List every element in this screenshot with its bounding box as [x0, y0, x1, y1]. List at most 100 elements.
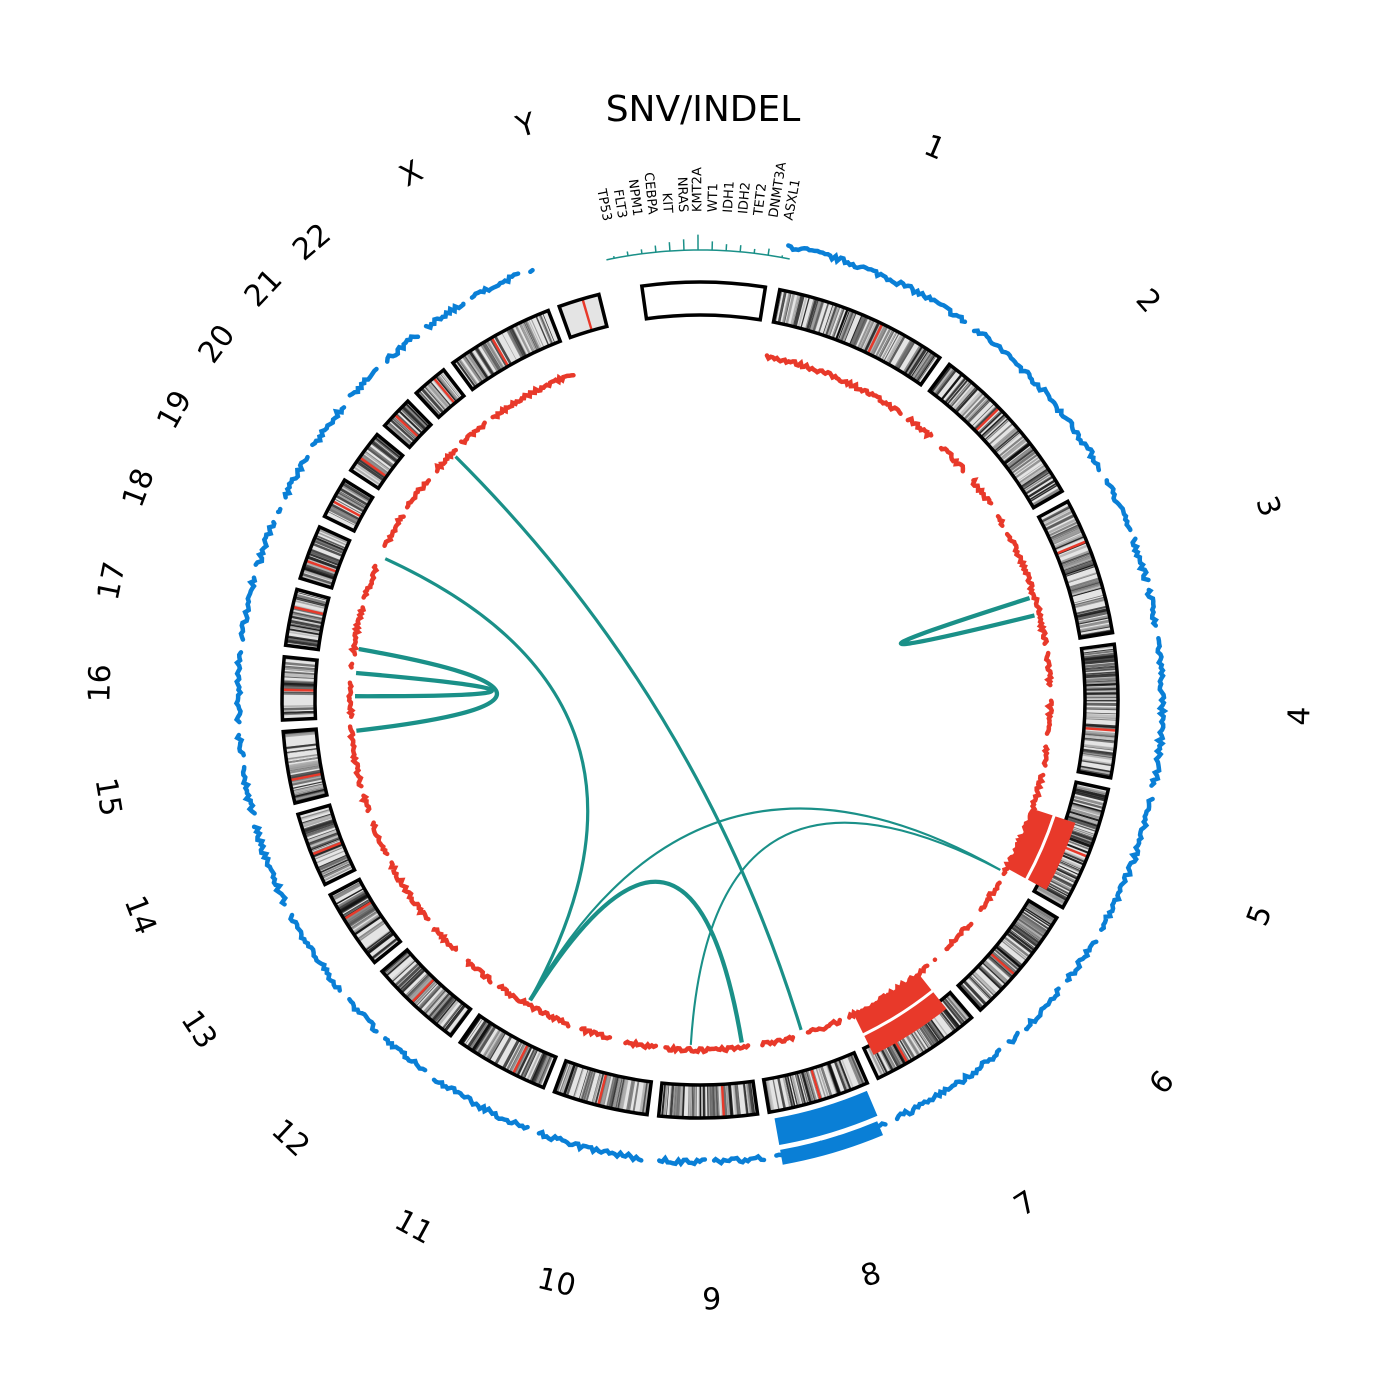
ideogram-chr-10: [552, 1058, 654, 1117]
cytoband: [424, 386, 446, 411]
cytoband: [785, 293, 796, 325]
cytoband: [1068, 813, 1099, 826]
cytoband: [536, 1055, 551, 1085]
cytoband: [1027, 902, 1055, 922]
cytoband: [283, 673, 315, 679]
cytoband: [983, 959, 1009, 983]
cnv-gain-points: [384, 334, 421, 364]
cytoband: [672, 1085, 677, 1117]
highlight-band: [283, 688, 315, 692]
cytoband: [487, 1031, 505, 1060]
cytoband: [1006, 446, 1033, 468]
cytoband: [284, 665, 316, 670]
chromosome-label-17: 17: [91, 559, 133, 603]
cytoband: [953, 385, 976, 411]
cytoband: [332, 882, 362, 900]
cytoband: [1053, 533, 1083, 547]
cytoband: [392, 416, 417, 440]
chromosome-outline: [1076, 642, 1120, 780]
cytoband: [366, 447, 393, 468]
cytoband: [863, 322, 880, 352]
cytoband: [1025, 905, 1053, 925]
chromosome-label-22: 22: [286, 217, 338, 268]
cytoband: [355, 463, 383, 483]
cytoband: [1085, 712, 1117, 715]
cytoband: [799, 1072, 809, 1104]
cytoband: [283, 671, 315, 676]
cytoband: [363, 451, 390, 472]
chromosome-outline: [297, 524, 352, 590]
cytoband: [800, 297, 810, 328]
cytoband: [1074, 791, 1106, 802]
cytoband: [335, 888, 364, 905]
cytoband: [285, 743, 317, 749]
cytoband: [1000, 438, 1027, 461]
cytoband: [320, 860, 350, 876]
cytoband: [1018, 915, 1046, 935]
cytoband: [1027, 479, 1056, 498]
gene-label-WT1: WT1: [706, 183, 722, 212]
cytoband: [840, 311, 854, 342]
cytoband: [904, 346, 923, 374]
cytoband: [643, 1082, 650, 1114]
cnv-loss-points: [905, 415, 1006, 528]
highlight-band: [1084, 727, 1116, 732]
chromosome-outline: [927, 362, 1065, 511]
chromosome-outline: [656, 1079, 760, 1120]
cytoband: [1068, 577, 1100, 589]
cytoband: [600, 1074, 611, 1106]
cytoband: [362, 454, 389, 474]
cytoband: [992, 951, 1017, 973]
cytoband: [968, 400, 991, 424]
cytoband: [427, 991, 449, 1017]
cytoband: [283, 680, 315, 684]
cytoband: [984, 418, 1009, 440]
ideogram-chr-21: [382, 398, 434, 450]
gene-label-NRAS: NRAS: [674, 177, 690, 213]
cytoband: [433, 996, 456, 1023]
cytoband: [775, 291, 783, 322]
cnv-gain-points: [894, 1047, 1002, 1122]
cytoband: [1008, 449, 1035, 470]
cytoband: [765, 1080, 773, 1111]
cytoband: [311, 839, 341, 852]
snv-stem-DNMT3A: [767, 248, 770, 256]
cytoband: [1079, 623, 1111, 632]
cytoband: [1048, 521, 1078, 537]
cytoband: [825, 1064, 838, 1095]
cytoband: [1082, 646, 1114, 652]
cytoband: [749, 1082, 756, 1114]
cytoband: [1045, 514, 1075, 531]
cytoband: [944, 998, 965, 1024]
ideogram-chr-16: [280, 654, 319, 722]
cnv-loss-points: [361, 553, 386, 600]
cytoband: [979, 964, 1004, 989]
cytoband: [787, 1075, 795, 1107]
cytoband: [290, 619, 322, 629]
chromosome-outline: [327, 877, 403, 965]
ideogram-chr-1: [771, 287, 943, 388]
cytoband: [707, 1085, 709, 1117]
cytoband: [963, 980, 986, 1006]
cytoband: [1084, 668, 1116, 673]
chromosome-fill: [929, 364, 1063, 508]
cnv-loss-points: [755, 1017, 843, 1050]
cytoband: [806, 1070, 818, 1101]
cnv-gain-points: [233, 650, 244, 725]
cytoband: [993, 428, 1019, 452]
cytoband: [833, 1061, 848, 1092]
cytoband: [428, 992, 450, 1018]
cytoband: [1030, 484, 1058, 502]
cnv-gain-points: [310, 405, 347, 448]
cytoband: [328, 507, 358, 525]
cytoband: [1043, 510, 1073, 527]
cytoband: [583, 1070, 594, 1101]
cytoband: [374, 438, 400, 460]
cytoband: [911, 351, 931, 379]
cytoband: [284, 661, 316, 668]
cytoband: [305, 562, 336, 574]
chromosome-outline: [413, 367, 467, 420]
cytoband: [1063, 561, 1095, 575]
chromosome-outline: [295, 803, 357, 887]
cytoband: [1070, 806, 1101, 816]
